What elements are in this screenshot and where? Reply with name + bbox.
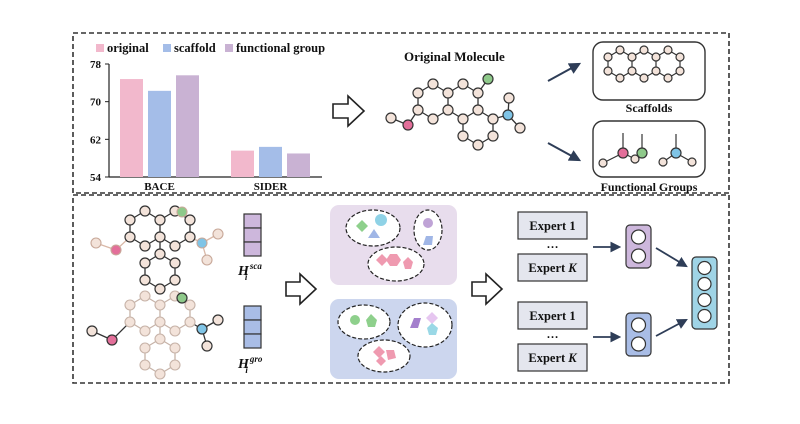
category-label-0: BACE (144, 181, 175, 193)
bar-bace-2 (176, 75, 199, 177)
legend-label-2: functional group (236, 41, 325, 55)
bar-chart: original scaffold functional group 78 70 62 5… (90, 41, 325, 193)
arrow-to-final-top (655, 247, 688, 268)
original-molecule-title: Original Molecule (404, 49, 505, 64)
y-tick-label: 70 (90, 97, 102, 109)
molecule-functional-group-view (86, 290, 224, 380)
expert-1-box (517, 211, 588, 240)
bar-sider-1 (259, 146, 282, 177)
molecule-scaffold-view (90, 205, 224, 295)
bottom-panel (72, 194, 730, 384)
y-tick-label: 78 (90, 59, 102, 71)
expert-k-label: Expert K (528, 351, 578, 365)
atom-blue (502, 109, 514, 121)
expert-ellipsis: … (547, 237, 559, 251)
legend-swatch-0 (96, 44, 104, 52)
expert-k-box (517, 253, 588, 282)
legend-label-0: original (107, 41, 149, 55)
functional-groups-label: Functional Groups (601, 180, 698, 194)
atom-green (482, 73, 494, 85)
hollow-arrow-right (471, 272, 504, 306)
final-representation-vector (691, 256, 718, 330)
atom-pink (402, 119, 414, 131)
expert-group-functional: Expert 1 … Expert K (517, 301, 588, 372)
expert-1-label: Expert 1 (529, 219, 575, 233)
bar-bace-1 (148, 90, 171, 177)
scaffolds-label: Scaffolds (626, 101, 673, 115)
expert-k-box (517, 343, 588, 372)
expert-k-label: Expert K (528, 261, 578, 275)
functional-group-output-vector (625, 312, 652, 357)
top-panel (72, 32, 730, 194)
hollow-arrow-middle (285, 272, 318, 306)
functional-groups-box (592, 120, 706, 178)
hollow-arrow-top (332, 94, 366, 128)
scaffold-clusters (345, 209, 443, 282)
chart-legend: original scaffold functional group (96, 41, 325, 55)
bar-sider-2 (287, 153, 310, 177)
scaffold-molecule (603, 45, 685, 83)
legend-swatch-2 (225, 44, 233, 52)
arrow-to-final-bottom (655, 318, 688, 337)
functional-groups (598, 133, 697, 168)
scaffold-embedding-vector (243, 213, 262, 257)
legend-label-1: scaffold (174, 41, 216, 55)
arrow-to-functional-groups (547, 142, 582, 162)
expert-1-box (517, 301, 588, 330)
expert-ellipsis: … (547, 327, 559, 341)
category-label-1: SIDER (254, 181, 289, 193)
original-molecule (390, 78, 521, 146)
bar-sider-0 (231, 150, 254, 177)
y-tick-label: 62 (90, 134, 102, 146)
legend-swatch-1 (163, 44, 171, 52)
expert-1-label: Expert 1 (529, 309, 575, 323)
functional-group-embedding-vector (243, 305, 262, 349)
arrow-to-scaffolds (547, 62, 582, 82)
scaffold-output-vector (625, 224, 652, 269)
expert-group-scaffold: Expert 1 … Expert K (517, 211, 588, 282)
bar-bace-0 (120, 79, 143, 177)
functional-group-clusters (337, 302, 453, 373)
y-tick-label: 54 (90, 172, 102, 184)
original-molecule-atoms (385, 73, 526, 151)
